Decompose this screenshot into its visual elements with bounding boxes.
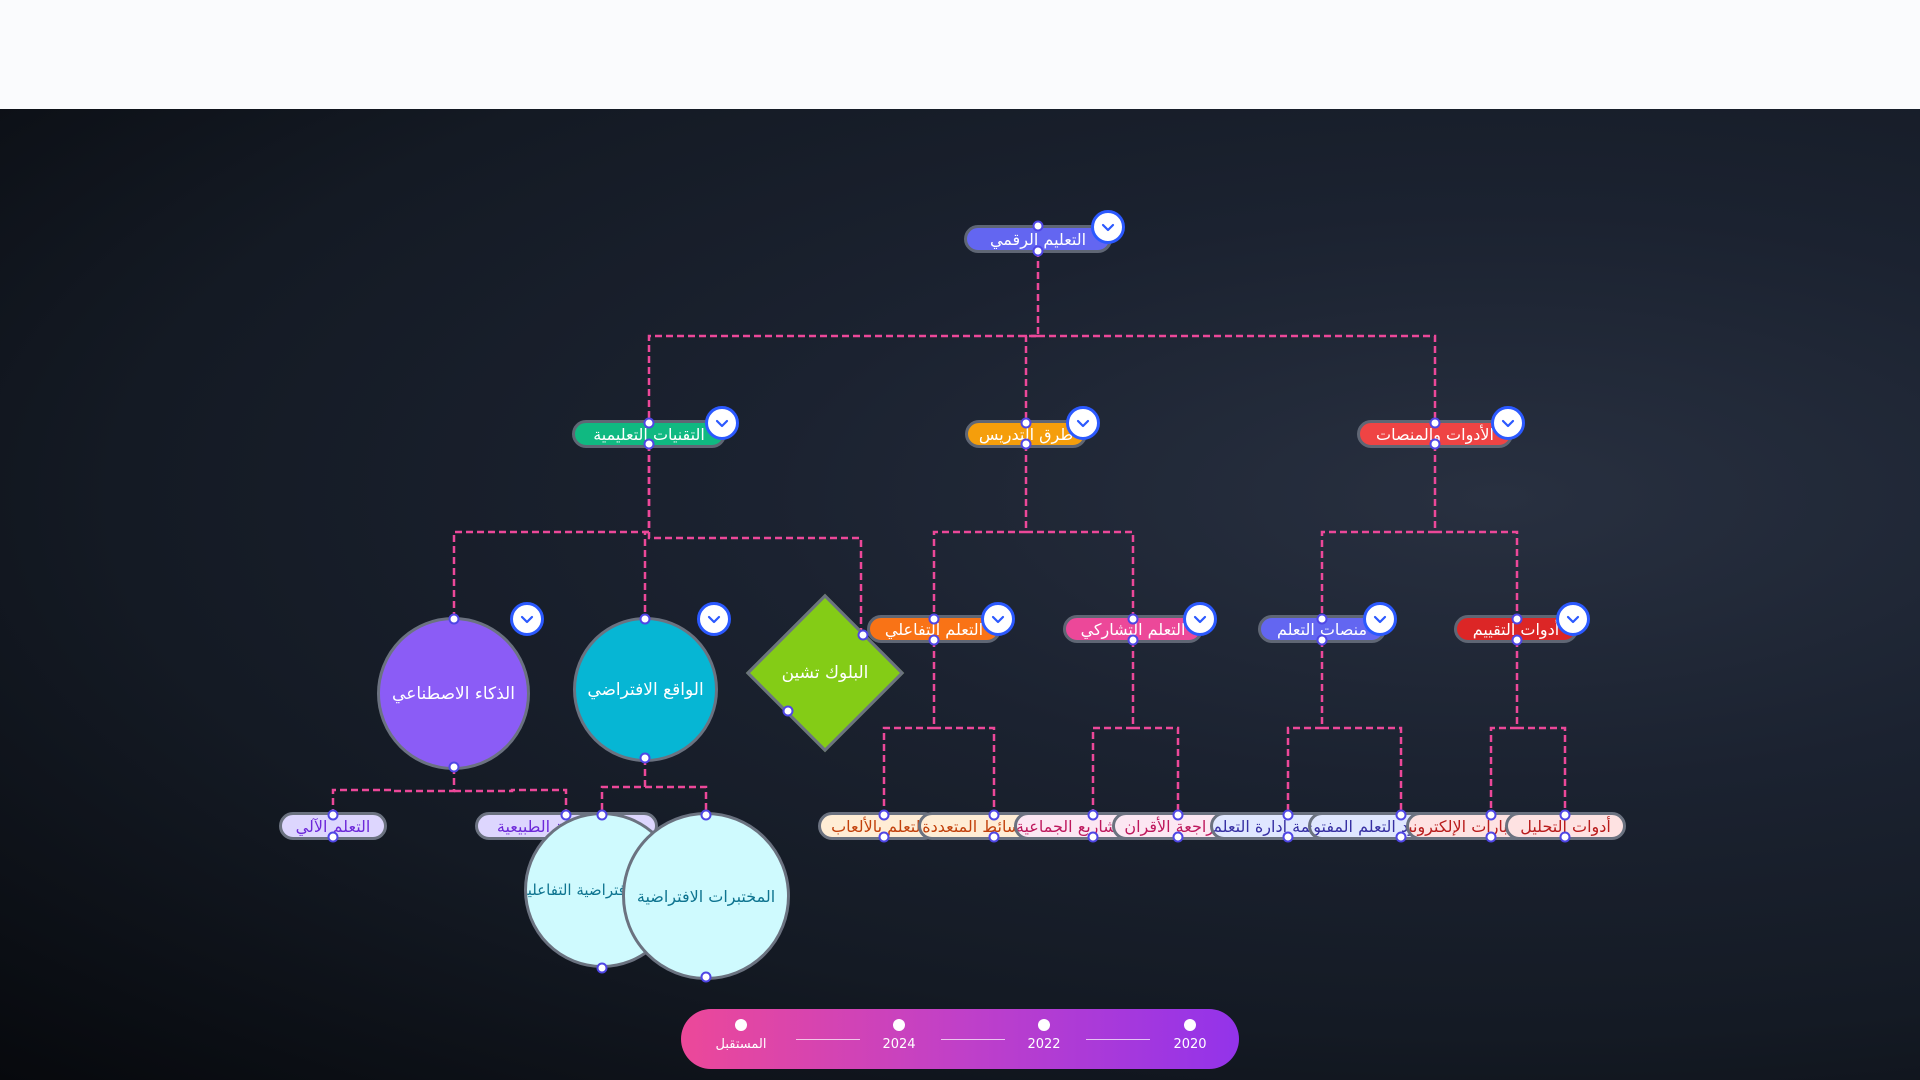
timeline-bar: المستقبل 2024 2022 2020 [681,1009,1239,1069]
node-root[interactable]: التعليم الرقمي [964,225,1112,253]
timeline-item-2024[interactable]: 2024 [859,1019,939,1052]
timeline-label: المستقبل [715,1037,767,1052]
timeline-connector [1086,1039,1150,1040]
collapse-toggle-tech[interactable] [705,406,739,440]
timeline-item-2020[interactable]: 2020 [1150,1019,1230,1052]
collapse-toggle-methods[interactable] [1066,406,1100,440]
node-platforms-label: منصات التعلم [1276,619,1368,639]
timeline-label: 2022 [1027,1037,1061,1052]
collapse-toggle-platforms[interactable] [1363,602,1397,636]
timeline-dot [735,1019,747,1031]
timeline-connector [941,1039,1005,1040]
timeline-label: 2024 [882,1037,916,1052]
chevron-down-icon [520,615,534,624]
chevron-down-icon [1373,615,1387,624]
node-assessment-label: أدوات التقييم [1472,619,1560,639]
chevron-down-icon [1193,615,1207,624]
chevron-down-icon [1076,419,1090,428]
mindmap-canvas[interactable] [0,109,1920,1080]
node-group-label: المشاريع الجماعية [1015,816,1137,836]
node-vr[interactable]: الواقع الافتراضي [573,617,718,762]
collapse-toggle-ai[interactable] [510,602,544,636]
chevron-down-icon [1101,223,1115,232]
node-vr-labs[interactable]: المختبرات الافتراضية [622,812,790,980]
node-interactive-label: التعلم التفاعلي [884,619,984,639]
chevron-down-icon [1501,419,1515,428]
collapse-toggle-vr[interactable] [697,602,731,636]
collapse-toggle-interactive[interactable] [981,602,1015,636]
node-lms-label: أنظمة إدارة التعلم [1212,816,1332,836]
timeline-item-future[interactable]: المستقبل [701,1019,781,1052]
node-blockchain[interactable]: البلوك تشين [745,593,905,753]
node-games-label: التعلم بالألعاب [831,816,925,836]
chevron-down-icon [707,615,721,624]
timeline-dot [1184,1019,1196,1031]
timeline-item-2022[interactable]: 2022 [1004,1019,1084,1052]
collapse-toggle-participatory[interactable] [1183,602,1217,636]
node-tools[interactable]: الأدوات والمنصات [1357,420,1513,448]
timeline-label: 2020 [1173,1037,1207,1052]
node-root-label: التعليم الرقمي [989,229,1087,249]
collapse-toggle-assessment[interactable] [1556,602,1590,636]
node-ml[interactable]: التعلم الآلي [279,812,387,840]
node-etests-label: الاختبارات الإلكترونية [1406,816,1530,836]
timeline-dot [1038,1019,1050,1031]
collapse-toggle-root[interactable] [1091,210,1125,244]
node-multimedia-label: الوسائط المتعددة [922,816,1038,836]
node-vr-labs-label: المختبرات الافتراضية [636,886,776,906]
chevron-down-icon [991,615,1005,624]
node-peer-label: مراجعة الأقران [1124,816,1224,836]
node-tools-label: الأدوات والمنصات [1376,424,1494,444]
top-bar [0,0,1920,109]
node-ai[interactable]: الذكاء الاصطناعي [377,617,530,770]
node-ml-label: التعلم الآلي [295,816,371,836]
node-participatory[interactable]: التعلم التشاركي [1063,615,1203,643]
node-vr-label: الواقع الافتراضي [587,679,704,700]
node-tech[interactable]: التقنيات التعليمية [572,420,726,448]
node-tech-label: التقنيات التعليمية [593,424,705,444]
timeline-connector [796,1039,860,1040]
node-participatory-label: التعلم التشاركي [1080,619,1186,639]
node-analytics[interactable]: أدوات التحليل [1505,812,1626,840]
node-ai-label: الذكاء الاصطناعي [392,683,515,704]
collapse-toggle-tools[interactable] [1491,406,1525,440]
chevron-down-icon [1566,615,1580,624]
chevron-down-icon [715,419,729,428]
node-analytics-label: أدوات التحليل [1520,816,1611,836]
node-methods-label: طرق التدريس [978,424,1074,444]
node-open-label: موارد التعلم المفتوح [1308,816,1432,836]
node-blockchain-label: البلوك تشين [781,663,869,683]
timeline-dot [893,1019,905,1031]
